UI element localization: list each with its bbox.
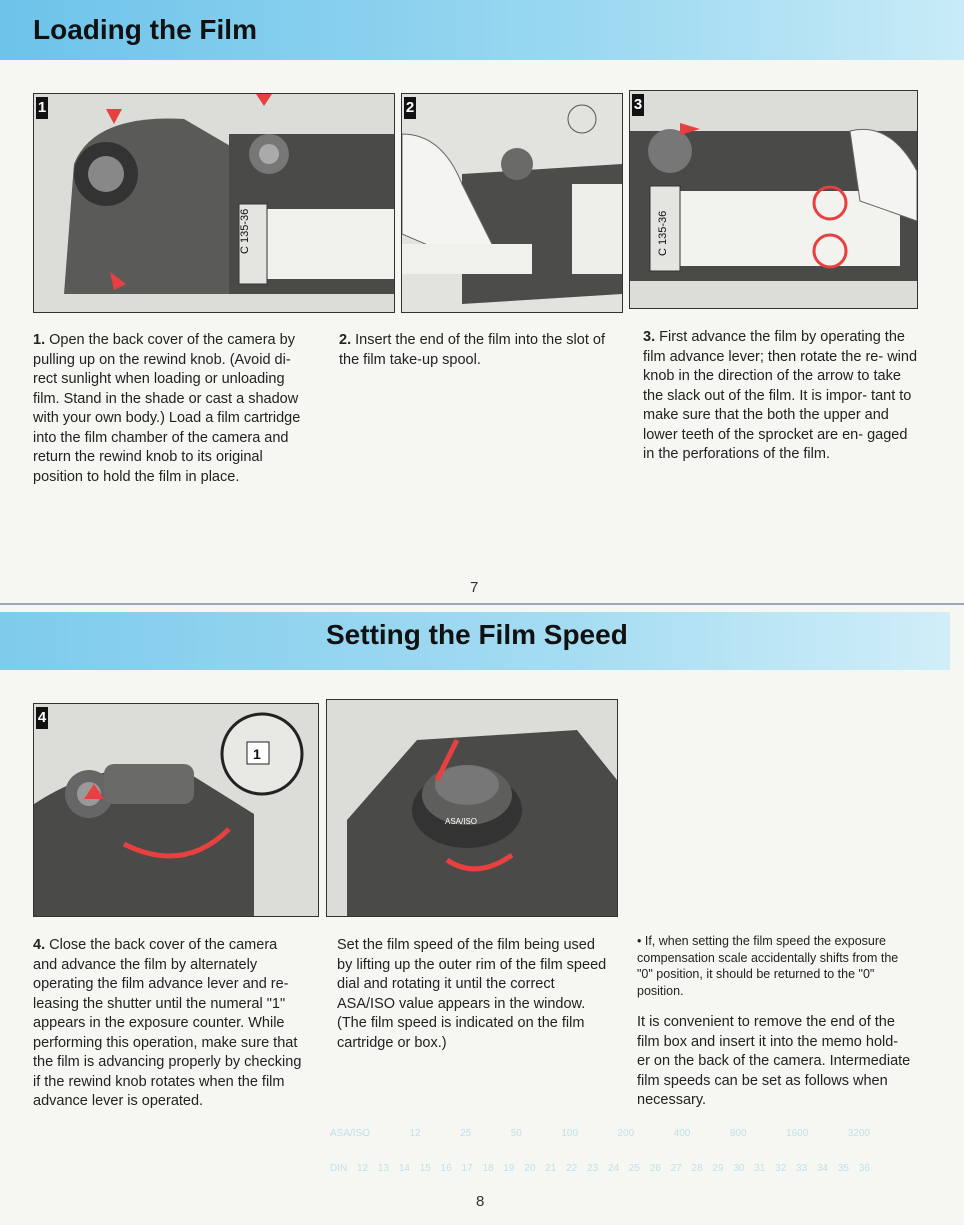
film-insert-drawing (402, 94, 622, 312)
speed-dial-drawing: ASA/ISO (327, 700, 617, 916)
din-scale-value: 16 (440, 1163, 452, 1174)
din-scale-value: 34 (816, 1163, 829, 1174)
din-scale-value: 28 (691, 1163, 703, 1174)
asa-scale-value: 800 (729, 1128, 747, 1139)
din-scale-value: 15 (419, 1163, 431, 1174)
cartridge-label: C 135-36 (239, 209, 251, 254)
illustration-film-speed-dial: ASA/ISO (326, 699, 618, 917)
step-badge-4: 4 (36, 707, 48, 729)
din-scale-value: 31 (754, 1163, 766, 1174)
page-number-8: 8 (476, 1193, 485, 1210)
film-speed-instructions: Set the film speed of the film being use… (337, 937, 607, 1051)
camera-back-open-drawing: C 135-36 (34, 94, 394, 312)
asa-scale-value: 12 (409, 1128, 421, 1139)
close-cover-drawing: 1 (34, 704, 318, 916)
asa-scale-value: 100 (561, 1128, 579, 1139)
din-scale-value: 36 (858, 1163, 870, 1174)
din-scale-value: 19 (503, 1163, 515, 1174)
step-3-text: 3. First advance the film by operating t… (643, 329, 918, 462)
compensation-note: • If, when setting the film speed the ex… (637, 934, 899, 998)
din-scale-value: 14 (398, 1163, 410, 1174)
din-scale-value: 27 (670, 1163, 682, 1174)
asa-iso-dial-label: ASA/ISO (445, 817, 477, 826)
din-scale-value: 24 (607, 1163, 620, 1174)
illustration-step-1: C 135-36 1 (33, 93, 395, 313)
memo-holder-text: It is convenient to remove the end of th… (637, 1014, 911, 1108)
exposure-counter-value: 1 (253, 746, 261, 762)
step-badge-3: 3 (632, 94, 644, 116)
din-scale-value: 12 (357, 1163, 369, 1174)
din-scale-value: 23 (586, 1163, 599, 1174)
din-scale-value: 22 (566, 1163, 578, 1174)
din-scale-label: DIN (330, 1163, 348, 1174)
header-band-bottom (0, 612, 950, 670)
asa-iso-scale: ASA/ISO 12 25 50 100 200 400 800 1600 3200 (330, 1128, 870, 1139)
cartridge-label-2: C 135-36 (657, 211, 669, 256)
asa-scale-value: 50 (510, 1128, 522, 1139)
din-scale: DIN 12 13 14 15 16 17 18 19 20 21 22 23 24 25 26 27 28 29 3… (330, 1163, 870, 1174)
din-scale-value: 35 (837, 1163, 849, 1174)
page-divider (0, 603, 964, 605)
step-2-text: 2. Insert the end of the film into the s… (339, 332, 605, 368)
din-scale-value: 26 (649, 1163, 661, 1174)
asa-scale-value: 400 (673, 1128, 691, 1139)
film-advance-drawing: C 135-36 (630, 91, 917, 308)
asa-scale-label: ASA/ISO (330, 1128, 371, 1139)
din-scale-value: 29 (712, 1163, 724, 1174)
din-scale-value: 33 (796, 1163, 808, 1174)
illustration-step-3: C 135-36 3 (629, 90, 918, 309)
din-scale-value: 25 (628, 1163, 640, 1174)
step-1-text: 1. Open the back cover of the camera by … (33, 332, 301, 485)
din-scale-value: 17 (461, 1163, 473, 1174)
illustration-step-2: 2 (401, 93, 623, 313)
asa-scale-value: 1600 (786, 1128, 809, 1139)
din-scale-value: 32 (775, 1163, 787, 1174)
section-title-film-speed: Setting the Film Speed (326, 619, 628, 650)
din-scale-value: 13 (377, 1163, 390, 1174)
header-band-top (0, 0, 964, 60)
asa-scale-value: 200 (617, 1128, 635, 1139)
din-scale-value: 21 (545, 1163, 557, 1174)
din-scale-value: 18 (482, 1163, 494, 1174)
din-scale-value: 20 (524, 1163, 536, 1174)
page-number-7: 7 (470, 579, 479, 596)
asa-scale-value: 25 (460, 1128, 472, 1139)
asa-scale-value: 3200 (847, 1128, 870, 1139)
step-4-text: 4. Close the back cover of the camera an… (33, 937, 302, 1109)
step-badge-1: 1 (36, 97, 48, 119)
din-scale-value: 30 (733, 1163, 745, 1174)
step-badge-2: 2 (404, 97, 416, 119)
illustration-step-4: 1 4 (33, 703, 319, 917)
section-title-loading: Loading the Film (33, 14, 257, 45)
